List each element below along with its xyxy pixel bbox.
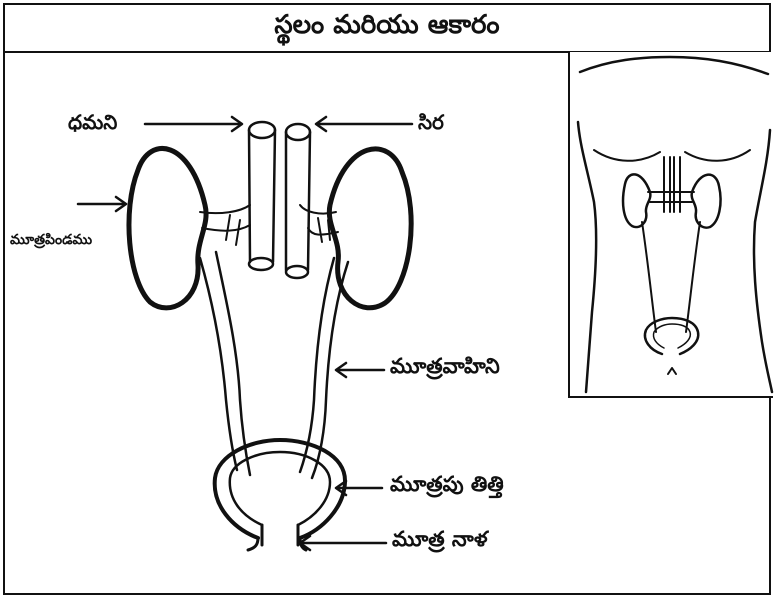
label-artery: ధమని bbox=[68, 110, 117, 139]
inset-right-kidney bbox=[692, 175, 721, 228]
left-torso bbox=[578, 122, 596, 392]
arrow-kidney bbox=[78, 197, 126, 211]
arrow-ureter bbox=[336, 363, 384, 377]
neck-shoulders bbox=[580, 57, 768, 74]
label-ureter: మూత్రవాహిని bbox=[390, 354, 500, 384]
arrow-urethra bbox=[300, 536, 386, 550]
left-chest bbox=[594, 150, 660, 161]
arrow-artery bbox=[145, 117, 242, 131]
artery-top bbox=[249, 122, 275, 138]
artery-vessel bbox=[249, 130, 275, 262]
right-chest bbox=[685, 150, 750, 161]
left-kidney bbox=[129, 148, 206, 307]
label-kidney: మూత్రపిండము bbox=[10, 232, 92, 251]
arrow-vein bbox=[316, 117, 412, 131]
arrow-bladder bbox=[336, 481, 382, 495]
body-outline-drawing bbox=[570, 52, 775, 398]
vein-bottom bbox=[286, 266, 308, 278]
label-urethra: మూత్ర నాళ bbox=[392, 527, 488, 557]
body-inset bbox=[568, 52, 773, 398]
urethra bbox=[248, 525, 306, 550]
bladder-inner bbox=[230, 452, 330, 525]
label-vein: సిర bbox=[418, 110, 444, 139]
inset-urethra bbox=[668, 368, 676, 374]
vein-top bbox=[286, 124, 310, 140]
inset-left-kidney bbox=[623, 174, 650, 227]
left-ureter bbox=[200, 252, 250, 475]
artery-bottom bbox=[249, 258, 273, 270]
right-torso bbox=[754, 130, 772, 392]
inset-vessels bbox=[648, 157, 694, 212]
label-bladder: మూత్రపు తిత్తి bbox=[390, 472, 504, 502]
vein-vessel bbox=[286, 132, 310, 270]
inset-bladder-inner bbox=[653, 324, 690, 348]
inset-ureters bbox=[642, 222, 700, 332]
